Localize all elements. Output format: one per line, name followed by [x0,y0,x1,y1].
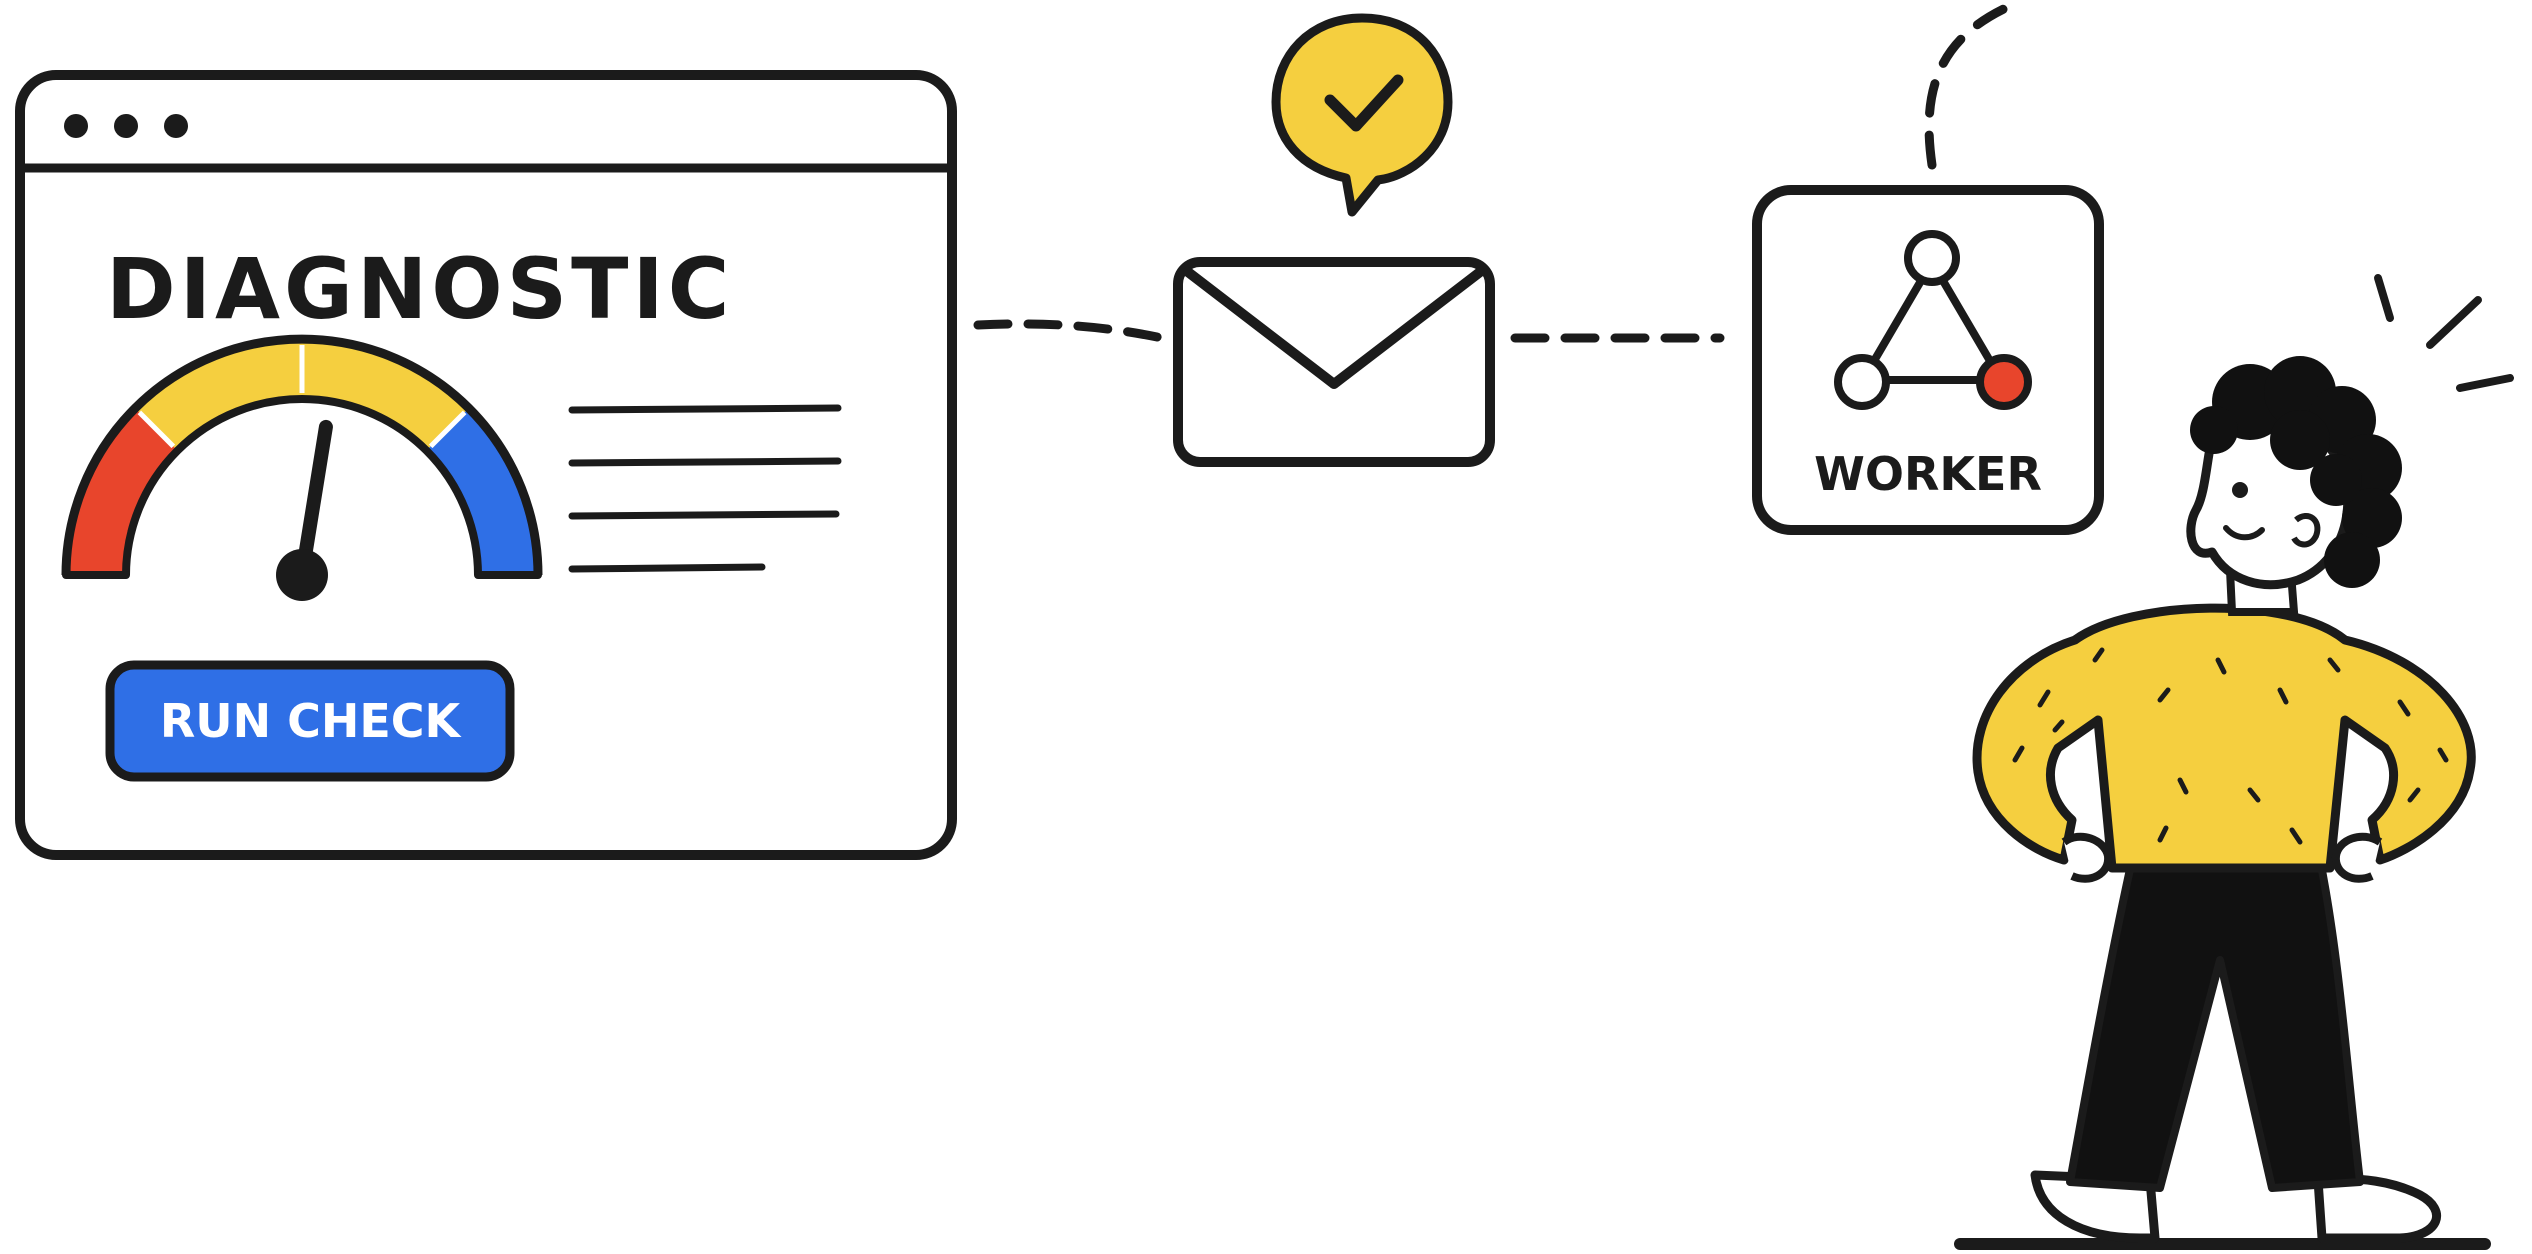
placeholder-line [568,510,840,520]
window-controls [64,114,188,138]
gauge-segment-yellow [301,340,469,451]
right-hand [2331,832,2383,883]
dashed-connector [973,319,1167,343]
graph-node [1904,230,1960,286]
window-dot-icon [164,114,188,138]
diagnostic-title: DIAGNOSTIC [106,240,733,338]
placeholder-line [568,563,766,573]
text-placeholder-lines [568,404,842,573]
attention-mark [2374,274,2394,322]
envelope-icon [1173,257,1495,467]
sweater [1972,603,2476,873]
gauge-segment-blue [426,408,537,576]
envelope-body [1173,257,1495,467]
left-shoe [2030,1170,2160,1243]
run-check-button-label: RUN CHECK [160,694,463,748]
worker-label: WORKER [1814,447,2042,501]
placeholder-line [568,404,842,414]
pants [2066,856,2364,1192]
window-dot-icon [64,114,88,138]
ear [2291,513,2321,548]
eye [2232,482,2248,498]
gauge-divider [137,410,176,449]
attention-mark [2426,296,2482,349]
run-check-button-shape[interactable] [105,660,515,782]
smile [2223,525,2265,541]
gauge-outline [61,334,543,576]
run-check-button[interactable]: RUN CHECK [105,660,515,782]
person-illustration [1954,274,2514,1250]
attention-mark [2456,374,2514,392]
gauge-segment-red [67,408,178,576]
network-graph-icon [1834,230,2032,410]
curly-hair [2190,356,2402,588]
left-hand [2061,832,2113,883]
sweater-texture [2012,647,2449,845]
placeholder-line [568,457,842,467]
gauge-divider [428,410,467,449]
gauge-outline [122,395,482,576]
envelope-flap [1183,267,1485,389]
dashed-connector [1924,1,2015,170]
window-dot-icon [114,114,138,138]
speedometer-gauge-icon [61,334,543,601]
worker-card [1752,185,2104,535]
graph-node-alert [1976,354,2032,410]
worker-node: WORKER [1752,185,2104,535]
check-icon [1324,74,1404,132]
graph-node [1834,354,1890,410]
checkmark-badge-icon [1271,13,1453,217]
gauge-segment-yellow [135,340,303,451]
gauge-hub [276,549,328,601]
browser-window: DIAGNOSTIC RUN CHECK [15,70,957,860]
